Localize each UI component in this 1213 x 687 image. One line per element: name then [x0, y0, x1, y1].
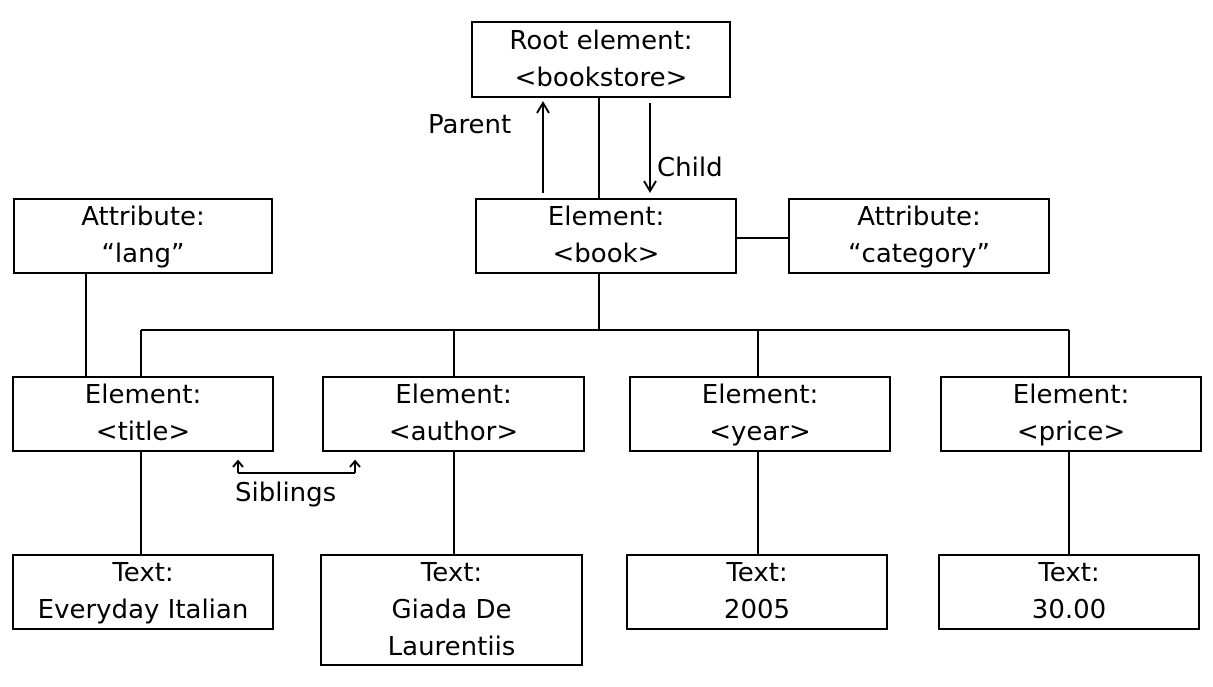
title-text-value: Everyday Italian: [37, 595, 249, 625]
root-element-tag: <bookstore>: [514, 62, 688, 93]
child-arrow-head: [643, 180, 657, 193]
book-element-label: Element:: [547, 202, 665, 232]
siblings-relation-label: Siblings: [235, 478, 337, 508]
title-text-box: Text: Everyday Italian: [12, 554, 274, 630]
year-element-box: Element: <year>: [629, 376, 891, 452]
parent-relation-label: Parent: [428, 110, 512, 140]
year-element-label: Element:: [701, 380, 819, 410]
siblings-right-arrow-head: [349, 459, 361, 468]
year-text-value: 2005: [723, 595, 791, 625]
author-text-box: Text: Giada De Laurentiis: [320, 554, 583, 666]
root-element-box: Root element: <bookstore>: [471, 21, 731, 98]
book-element-box: Element: <book>: [475, 198, 737, 274]
lang-attribute-label: Attribute:: [81, 202, 205, 232]
category-attribute-value: “category”: [848, 239, 990, 269]
price-text-value: 30.00: [1031, 595, 1107, 625]
child-relation-label: Child: [657, 153, 723, 183]
year-text-label: Text:: [726, 558, 788, 588]
parent-arrow-head: [536, 101, 550, 114]
author-text-value-line2: Laurentiis: [387, 631, 516, 662]
author-element-box: Element: <author>: [322, 376, 585, 452]
author-text-label: Text:: [420, 557, 483, 588]
lang-attribute-value: “lang”: [101, 239, 185, 269]
lang-attribute-box: Attribute: “lang”: [13, 198, 273, 274]
title-element-tag: <title>: [95, 417, 191, 447]
year-element-tag: <year>: [709, 417, 811, 447]
year-text-box: Text: 2005: [626, 554, 888, 630]
title-element-box: Element: <title>: [12, 376, 274, 452]
book-element-tag: <book>: [552, 239, 660, 269]
price-text-label: Text:: [1038, 558, 1100, 588]
root-element-label: Root element:: [509, 25, 693, 56]
author-element-tag: <author>: [388, 417, 519, 447]
category-attribute-box: Attribute: “category”: [788, 198, 1050, 274]
category-attribute-label: Attribute:: [857, 202, 981, 232]
price-element-box: Element: <price>: [940, 376, 1202, 452]
author-element-label: Element:: [395, 380, 512, 410]
price-element-label: Element:: [1012, 380, 1130, 410]
price-text-box: Text: 30.00: [938, 554, 1200, 630]
price-element-tag: <price>: [1016, 417, 1126, 447]
title-element-label: Element:: [84, 380, 202, 410]
title-text-label: Text:: [112, 558, 174, 588]
siblings-left-arrow-head: [232, 459, 244, 468]
author-text-value-line1: Giada De: [391, 594, 512, 625]
